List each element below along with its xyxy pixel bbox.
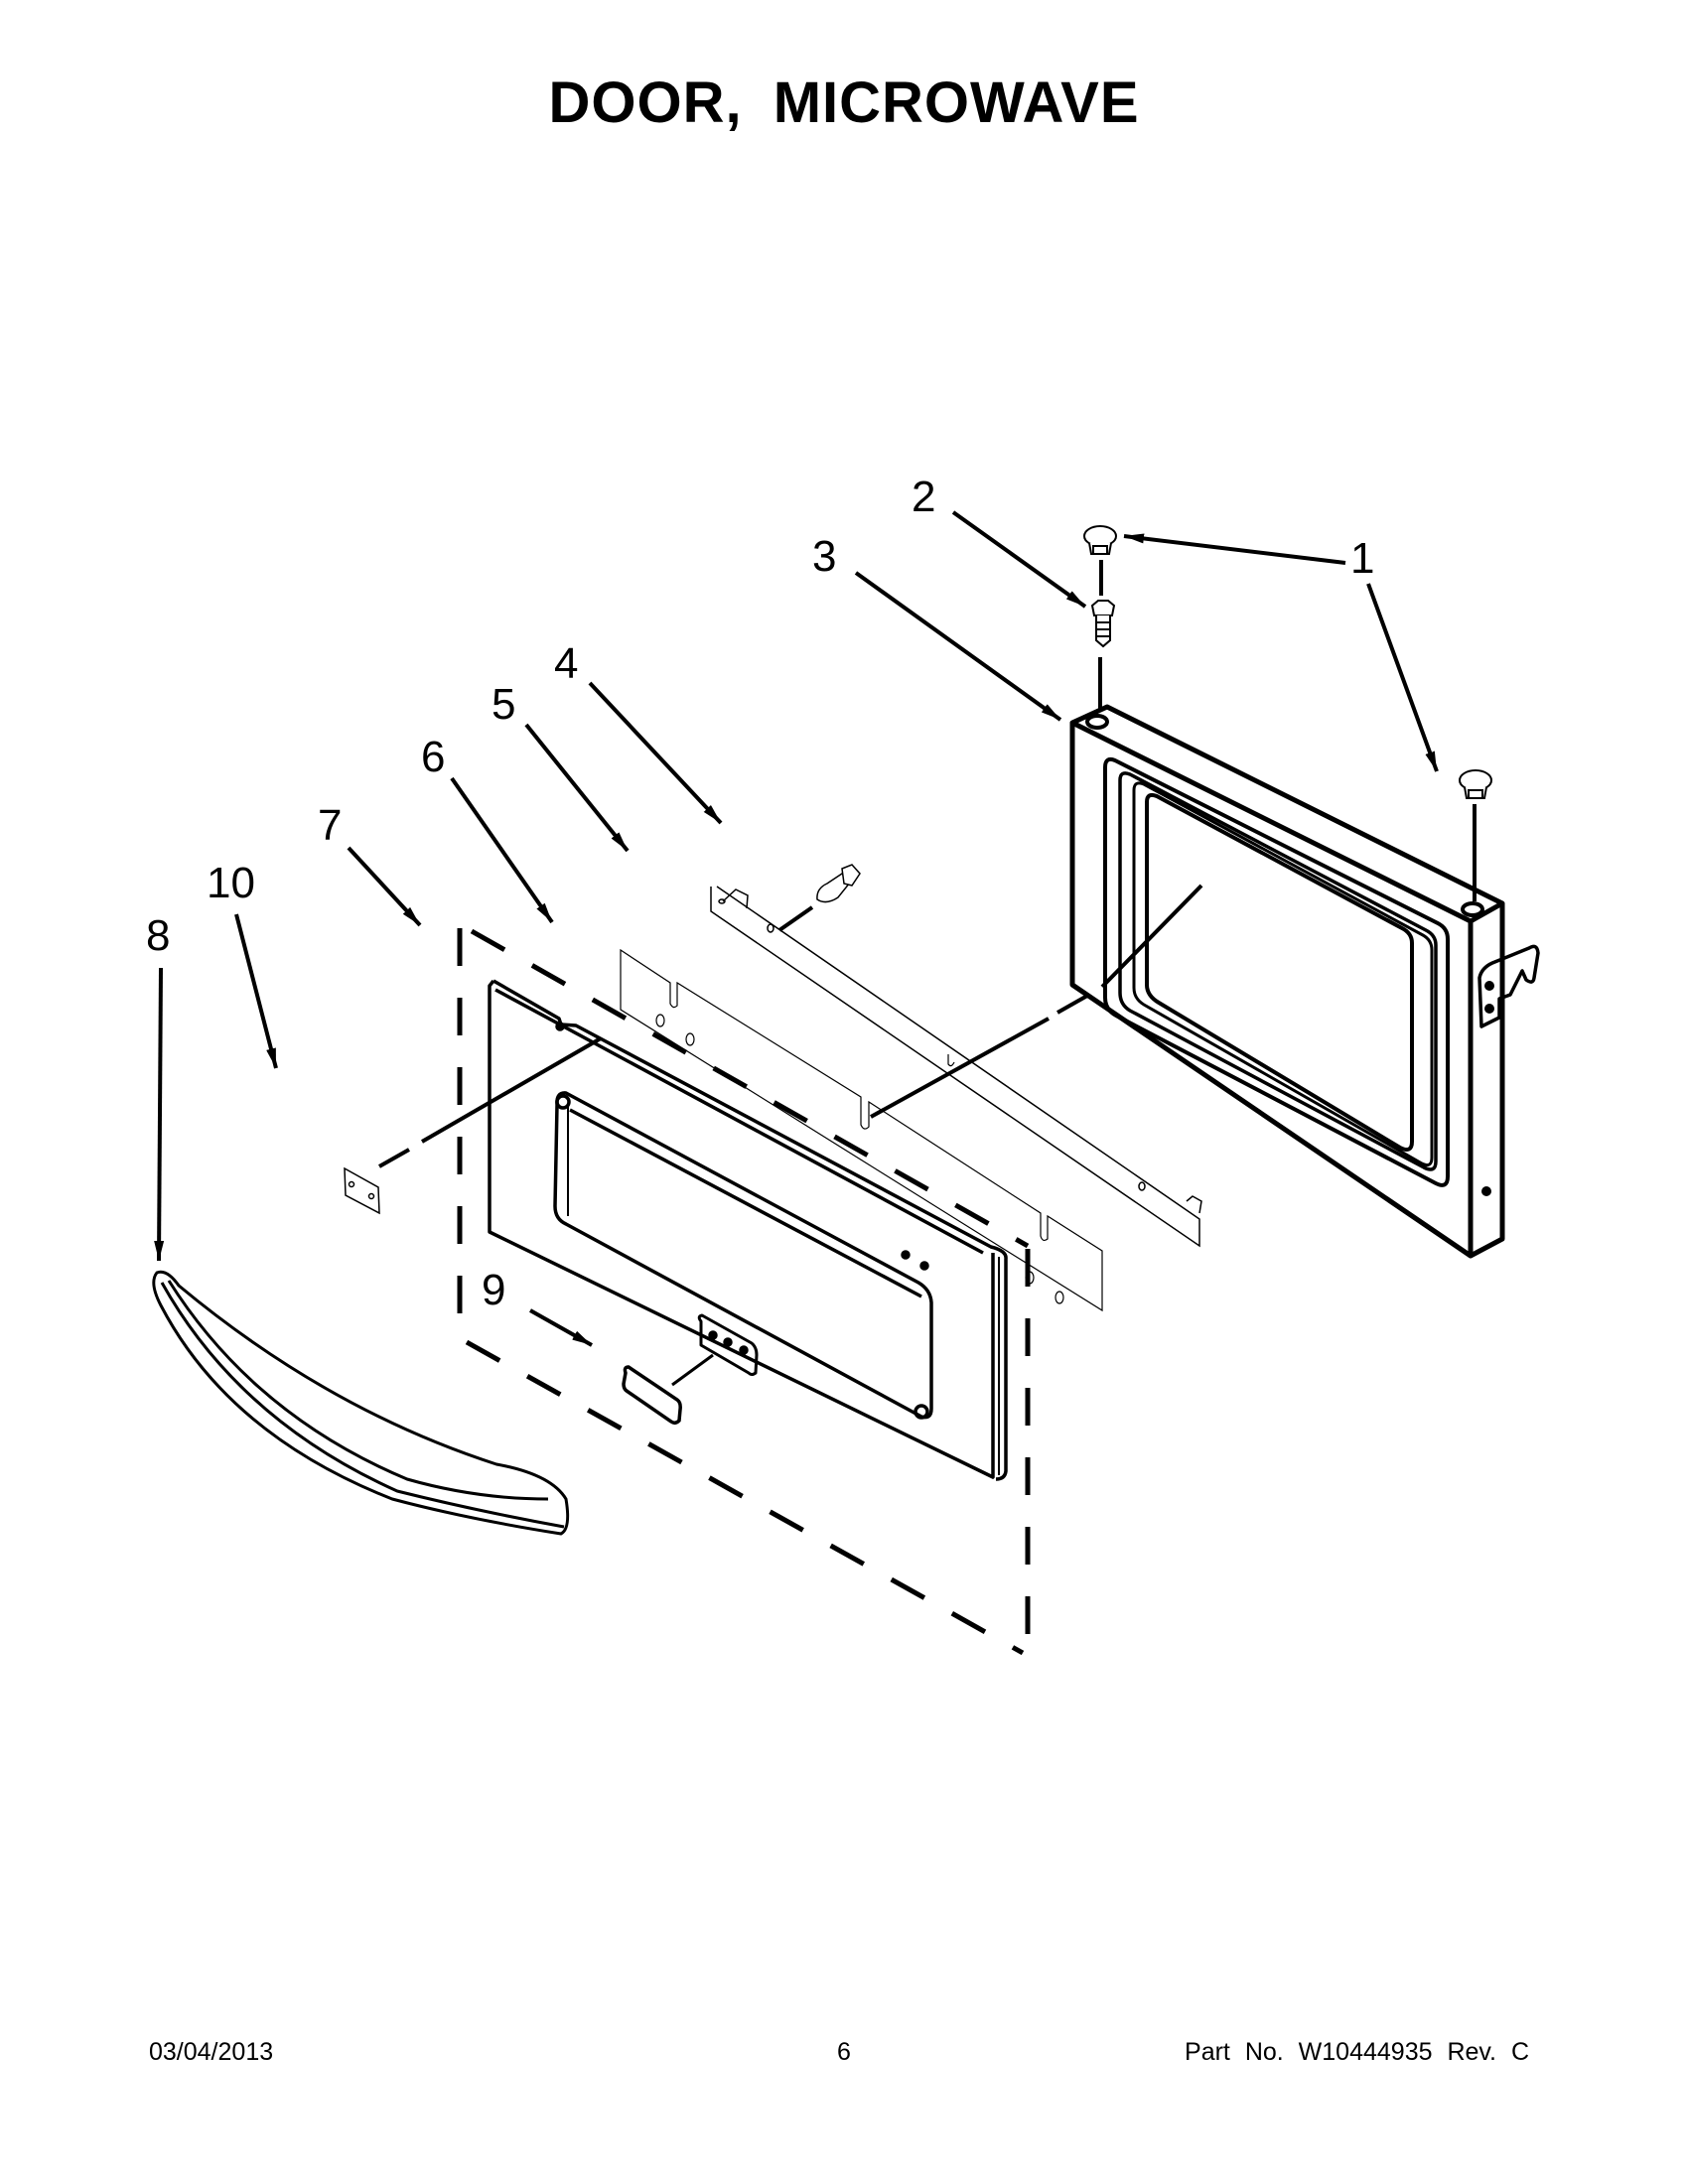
callout-8: 8 <box>146 911 170 960</box>
front-panel-assembly-outline-part-7[interactable] <box>457 928 1031 1656</box>
cap-plug-part-1-left[interactable] <box>1083 525 1117 555</box>
callout-labels: 1 2 3 4 5 6 7 8 9 10 <box>146 473 1374 1314</box>
badge-part-9[interactable] <box>622 1365 682 1426</box>
footer-part-number: Part No. W10444935 Rev. C <box>1185 2038 1529 2066</box>
screw-part-4[interactable] <box>816 864 861 903</box>
callout-1: 1 <box>1350 534 1374 583</box>
callout-9: 9 <box>482 1266 505 1314</box>
callout-6: 6 <box>421 733 445 781</box>
callout-7: 7 <box>318 801 342 850</box>
screw-4-centerline <box>777 905 814 932</box>
bracket-part-5[interactable] <box>710 886 1202 1248</box>
page-title: DOOR, MICROWAVE <box>548 70 1140 135</box>
callout-4: 4 <box>554 639 578 688</box>
callout-5: 5 <box>492 680 515 729</box>
assembly-dashed-line <box>378 884 1203 1168</box>
assembly-centerlines <box>1098 560 1477 901</box>
callout-10: 10 <box>207 859 255 907</box>
callout-2: 2 <box>912 473 935 521</box>
footer-page-number: 6 <box>837 2038 851 2066</box>
screw-part-2[interactable] <box>1090 600 1116 648</box>
door-frame-part-3[interactable] <box>1069 704 1540 1259</box>
footer-date: 03/04/2013 <box>149 2038 274 2066</box>
callout-3: 3 <box>812 532 836 581</box>
callout-leaders <box>154 510 1439 1347</box>
cap-plug-part-1-right[interactable] <box>1459 769 1492 799</box>
badge-9-centerline <box>671 1353 714 1387</box>
front-panel[interactable] <box>488 979 1008 1481</box>
handle-part-8[interactable] <box>152 1270 570 1536</box>
clip-part-10[interactable] <box>344 1166 380 1215</box>
